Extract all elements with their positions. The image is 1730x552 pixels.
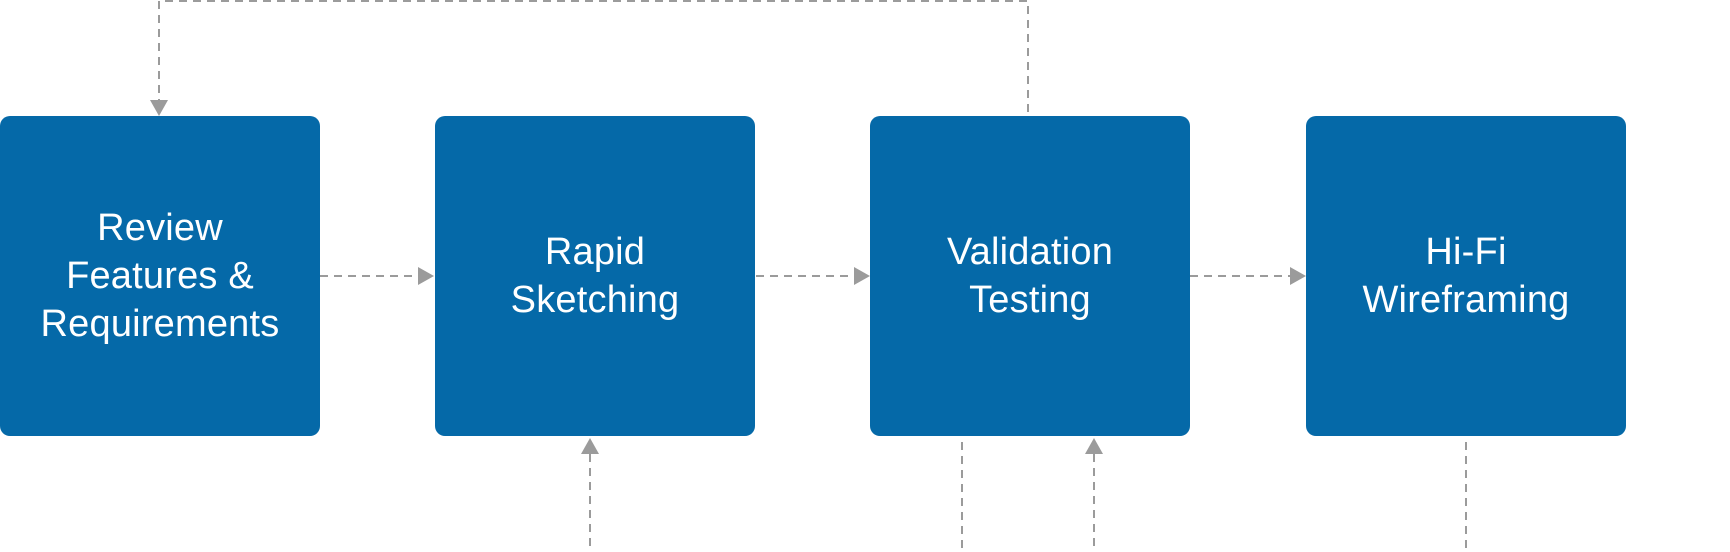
step-validation-testing-label: Validation Testing bbox=[946, 231, 1114, 321]
connector-validation-to-review bbox=[158, 0, 1029, 112]
step-hifi-wireframing: Hi-Fi Wireframing bbox=[1306, 116, 1626, 436]
connector-validation-to-sketch bbox=[589, 442, 963, 552]
step-rapid-sketching-label: Rapid Sketching bbox=[510, 231, 680, 321]
step-hifi-wireframing-label: Hi-Fi Wireframing bbox=[1362, 231, 1570, 321]
arrowhead-review-to-sketch bbox=[418, 267, 434, 285]
connector-hifi-to-validation bbox=[1093, 442, 1467, 552]
step-rapid-sketching: Rapid Sketching bbox=[435, 116, 755, 436]
arrowhead-hifi-to-validation bbox=[1085, 438, 1103, 454]
arrowhead-validation-to-review bbox=[150, 100, 168, 116]
step-review-features: Review Features & Requirements bbox=[0, 116, 320, 436]
arrowhead-validation-to-hifi bbox=[1290, 267, 1306, 285]
step-validation-testing: Validation Testing bbox=[870, 116, 1190, 436]
arrowhead-validation-to-sketch bbox=[581, 438, 599, 454]
arrowhead-sketch-to-validation bbox=[854, 267, 870, 285]
step-review-features-label: Review Features & Requirements bbox=[40, 207, 280, 345]
